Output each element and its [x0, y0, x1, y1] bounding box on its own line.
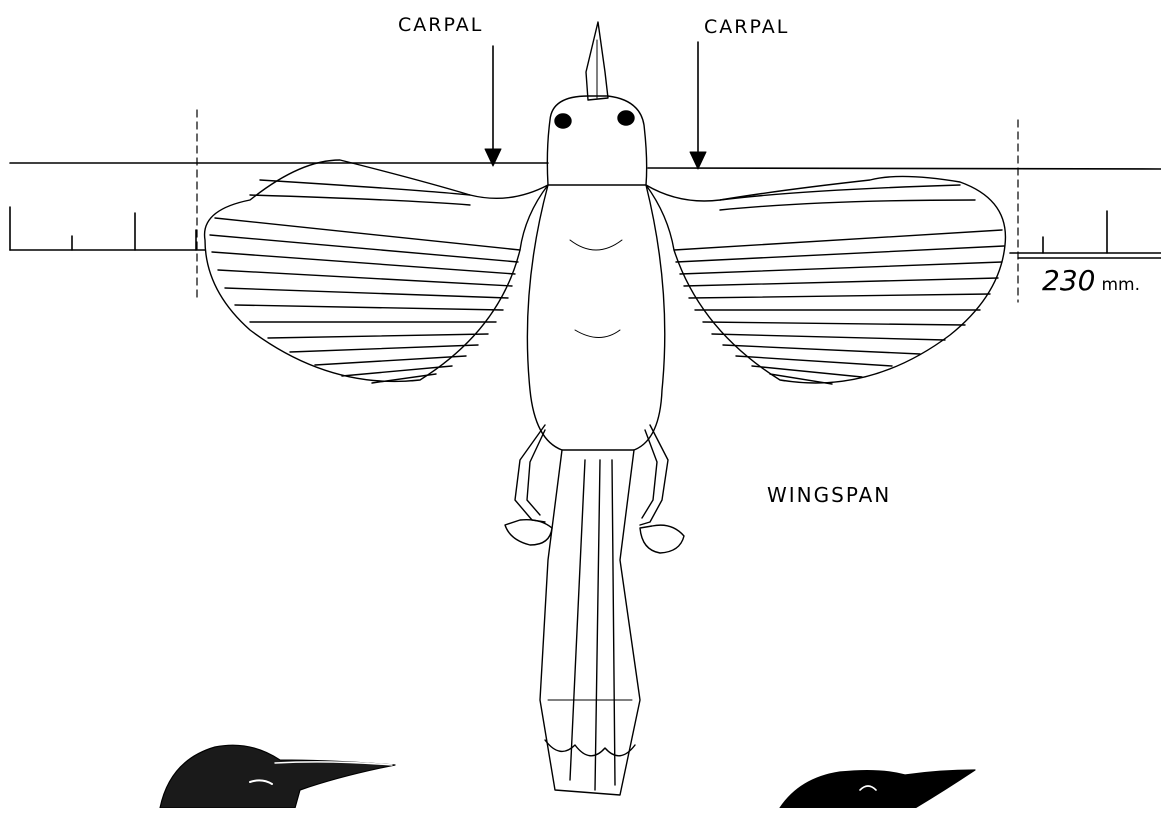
left-ruler	[10, 207, 205, 250]
right-ruler	[1010, 211, 1161, 253]
wingtip-guides	[197, 110, 1018, 302]
carpal-arrow-left	[485, 46, 501, 166]
wingspan-measurement: 230 mm.	[1042, 264, 1140, 297]
bird-head-silhouette-right	[780, 770, 975, 808]
wing-baseline	[10, 163, 1161, 169]
measurement-value: 230	[1042, 264, 1095, 297]
measurement-unit: mm.	[1101, 275, 1140, 295]
carpal-label-left: CARPAL	[398, 14, 483, 36]
carpal-arrow-right	[690, 42, 706, 169]
wingspan-label: WINGSPAN	[767, 483, 891, 507]
bird-illustration	[205, 22, 1006, 795]
carpal-label-right: CARPAL	[704, 16, 789, 38]
bird-head-silhouette-left	[160, 745, 395, 808]
